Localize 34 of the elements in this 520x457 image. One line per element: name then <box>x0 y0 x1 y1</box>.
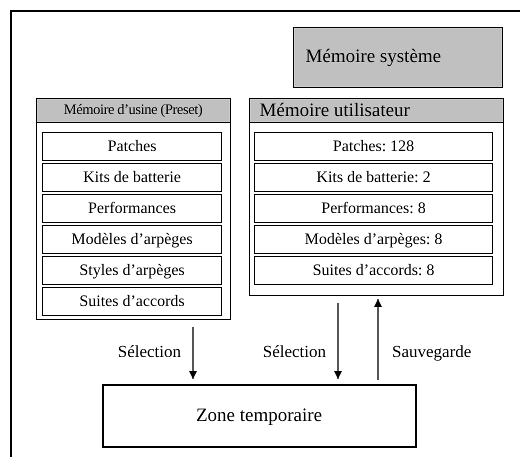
edge-label: Sauvegarde <box>392 342 472 362</box>
arrow <box>189 327 197 379</box>
memory-item <box>254 194 493 223</box>
box-label: Kits de batterie <box>82 168 182 188</box>
memory-item <box>42 256 222 285</box>
panel-header: Mémoire d’usine (Preset) <box>36 98 230 122</box>
memory-item <box>42 287 222 316</box>
box-label: Styles d’arpèges <box>78 260 186 280</box>
memory-item <box>42 132 222 161</box>
box-label: Modèles d’arpèges: 8 <box>304 230 444 250</box>
memory-item <box>254 225 493 254</box>
memory-box <box>292 26 502 88</box>
memory-item <box>254 256 493 285</box>
panel-header: Mémoire utilisateur <box>250 98 502 122</box>
memory-item <box>254 163 493 192</box>
memory-item <box>42 225 222 254</box>
arrow <box>334 303 342 379</box>
box-label: Performances: 8 <box>320 198 427 218</box>
device-frame <box>10 10 520 457</box>
box-label: Kits de batterie: 2 <box>315 168 432 188</box>
memory-panel <box>36 98 230 320</box>
memory-item <box>42 163 222 192</box>
memory-item <box>254 132 493 161</box>
box-label: Patches: 128 <box>332 136 416 156</box>
box-label: Modèles d’arpèges <box>70 230 194 250</box>
box-label: Suites d’accords: 8 <box>312 260 436 280</box>
box-label: Suites d’accords <box>78 292 186 312</box>
box-label: Zone temporaire <box>194 404 324 428</box>
box-label: Mémoire système <box>304 45 442 69</box>
box-label: Patches <box>106 136 158 156</box>
box-label: Performances <box>87 198 177 218</box>
memory-panel <box>248 98 504 296</box>
buffer-box <box>102 384 416 448</box>
memory-item <box>42 194 222 223</box>
